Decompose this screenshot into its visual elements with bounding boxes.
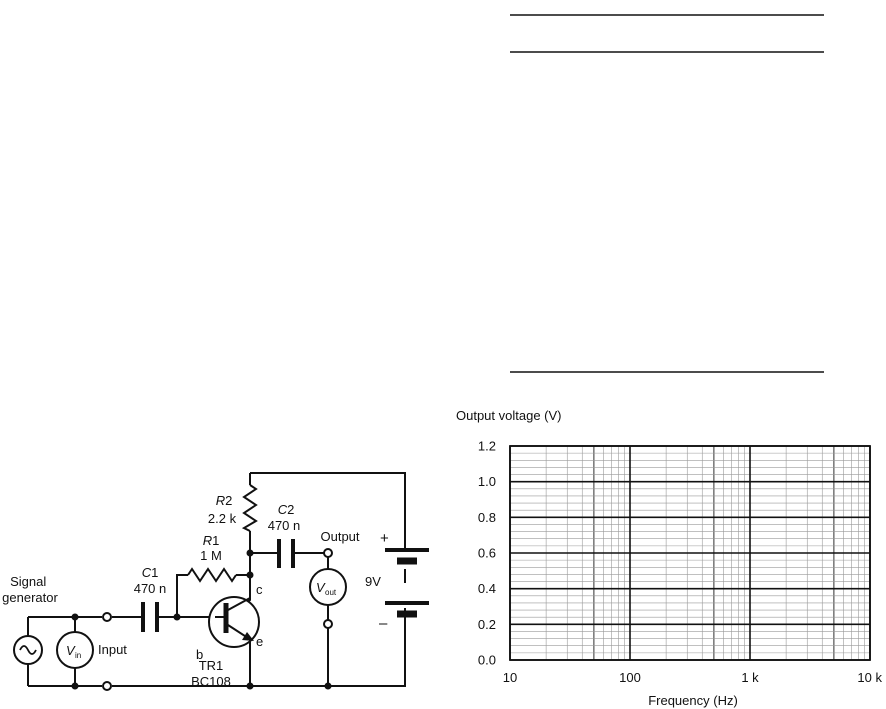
r1-value: 1 M <box>200 548 222 563</box>
r2-value: 2.2 k <box>208 511 237 526</box>
input-terminal-top <box>102 612 112 622</box>
y-tick-label: 1.2 <box>478 439 496 454</box>
frequency-response-chart: Output voltage (V) Frequency (Hz) 0.0 0.2… <box>456 408 882 708</box>
vout-meter: V out <box>309 568 347 606</box>
terminals <box>102 548 333 691</box>
x-tick-label: 100 <box>619 670 641 685</box>
output-label: Output <box>320 529 359 544</box>
vin-subscript: in <box>75 651 81 660</box>
x-tick-label: 1 k <box>741 670 759 685</box>
y-tick-label: 0.8 <box>478 510 496 525</box>
r1-resistor <box>187 567 237 583</box>
circuit-diagram: V in V out <box>2 472 429 691</box>
x-axis-label: Frequency (Hz) <box>648 693 738 708</box>
base-label: b <box>196 647 203 662</box>
junction-dots <box>71 549 332 690</box>
vin-meter: V in <box>56 631 94 669</box>
c2-value: 470 n <box>268 518 301 533</box>
tick-labels: 0.0 0.2 0.4 0.6 0.8 1.0 1.2 10 100 1 k 10 k <box>478 439 883 686</box>
r2-name: R2 <box>216 493 233 508</box>
emitter-arrow <box>242 632 254 641</box>
emitter-label: e <box>256 634 263 649</box>
transistor-name: TR1 <box>199 658 224 673</box>
transistor-tr1 <box>208 596 260 686</box>
y-tick-label: 1.0 <box>478 474 496 489</box>
c2-name: C2 <box>278 502 295 517</box>
r1-left-wire <box>176 574 188 617</box>
answer-lines <box>510 14 824 373</box>
r2-resistor <box>241 484 258 532</box>
signal-generator-label-line1: Signal <box>10 574 46 589</box>
x-tick-label: 10 <box>503 670 517 685</box>
signal-generator-label-line2: generator <box>2 590 58 605</box>
output-terminal-top <box>323 548 333 558</box>
vout-label: V <box>316 580 326 595</box>
signal-generator-symbol <box>13 635 43 665</box>
battery-symbol <box>385 548 429 618</box>
battery-plus-label: + <box>380 530 389 547</box>
vin-label: V <box>66 643 76 658</box>
bottom-rail-wire-right <box>112 608 406 687</box>
top-rail-wire <box>250 472 406 550</box>
x-tick-label: 10 k <box>857 670 882 685</box>
c1-name: C1 <box>142 565 159 580</box>
y-tick-label: 0.4 <box>478 581 496 596</box>
r1-name: R1 <box>203 533 220 548</box>
y-tick-label: 0.2 <box>478 617 496 632</box>
grid-major-lines <box>509 445 871 661</box>
output-terminal-bottom <box>323 619 333 629</box>
collector-label: c <box>256 582 263 597</box>
battery-voltage-label: 9V <box>365 574 381 589</box>
c1-value: 470 n <box>134 581 167 596</box>
plot-frame <box>509 445 871 661</box>
signal-generator-label: Signal generator <box>2 574 58 605</box>
battery-minus-label: – <box>379 615 388 632</box>
y-tick-label: 0.0 <box>478 653 496 668</box>
vout-subscript: out <box>325 588 337 597</box>
transistor-type: BC108 <box>191 674 231 689</box>
input-label: Input <box>98 642 127 657</box>
input-terminal-bottom <box>102 681 112 691</box>
y-axis-label: Output voltage (V) <box>456 408 562 423</box>
y-tick-label: 0.6 <box>478 546 496 561</box>
